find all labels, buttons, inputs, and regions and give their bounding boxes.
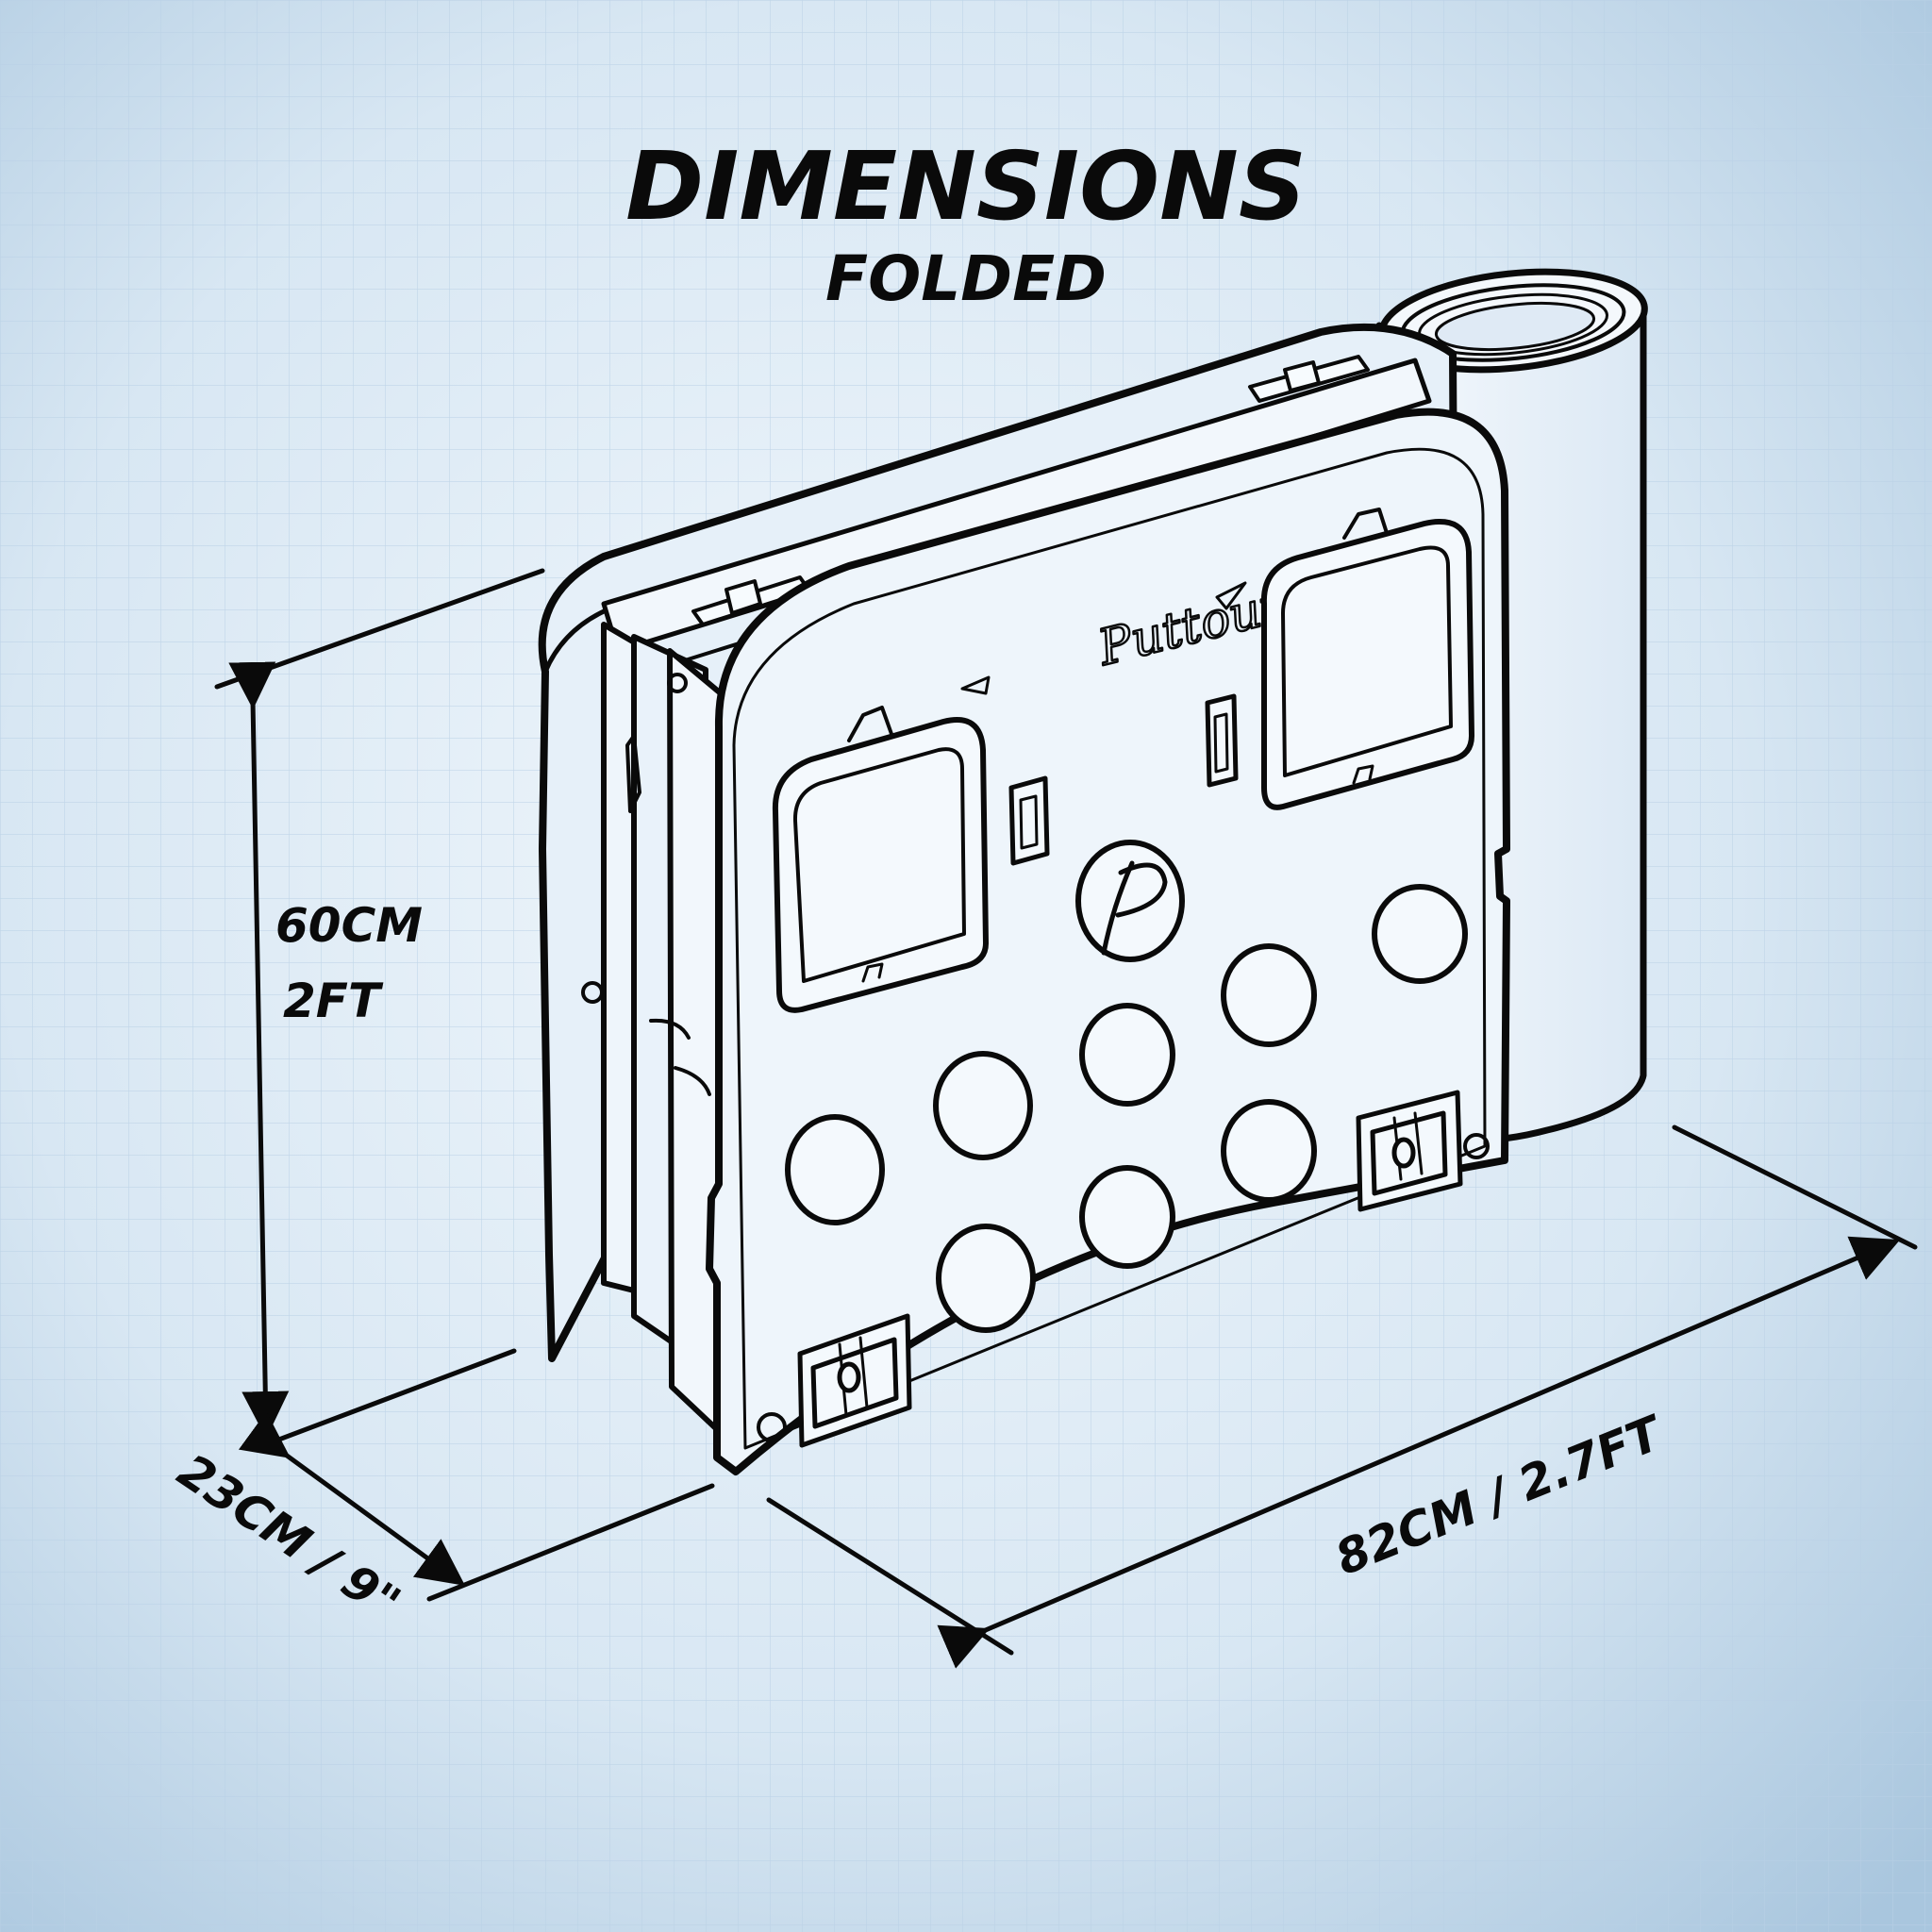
dimension-lines	[214, 568, 1918, 1669]
target-hole	[936, 1224, 1036, 1333]
height-imperial-label: 2FT	[283, 974, 384, 1028]
title: DIMENSIONS	[625, 131, 1307, 242]
height-arrow	[228, 661, 290, 1439]
target-hole	[1221, 1099, 1317, 1203]
depth-arrow	[238, 1411, 466, 1586]
p-emblem	[1075, 840, 1185, 962]
target-hole	[1079, 1165, 1175, 1269]
right-pocket	[1260, 508, 1474, 810]
product-illustration: Puttout	[538, 268, 1648, 1475]
target-hole	[1079, 1003, 1175, 1107]
slot-left	[1008, 775, 1050, 866]
target-hole	[933, 1051, 1033, 1160]
width-extension-right	[1672, 1124, 1918, 1250]
screw-hole	[757, 1412, 787, 1442]
height-metric-label: 60CM	[275, 898, 423, 953]
latch-right	[1356, 1090, 1463, 1212]
target-hole	[1221, 943, 1317, 1047]
top-hinge-right	[1248, 355, 1370, 403]
top-hinge-left	[691, 575, 811, 626]
target-hole	[785, 1114, 885, 1225]
latch-left	[797, 1313, 912, 1448]
depth-extension-right	[426, 1483, 715, 1602]
width-arrow	[937, 1236, 1901, 1669]
target-hole	[1372, 884, 1468, 984]
subtitle: FOLDED	[825, 242, 1107, 315]
left-pocket	[772, 706, 989, 1013]
screw-hole	[1463, 1133, 1490, 1159]
